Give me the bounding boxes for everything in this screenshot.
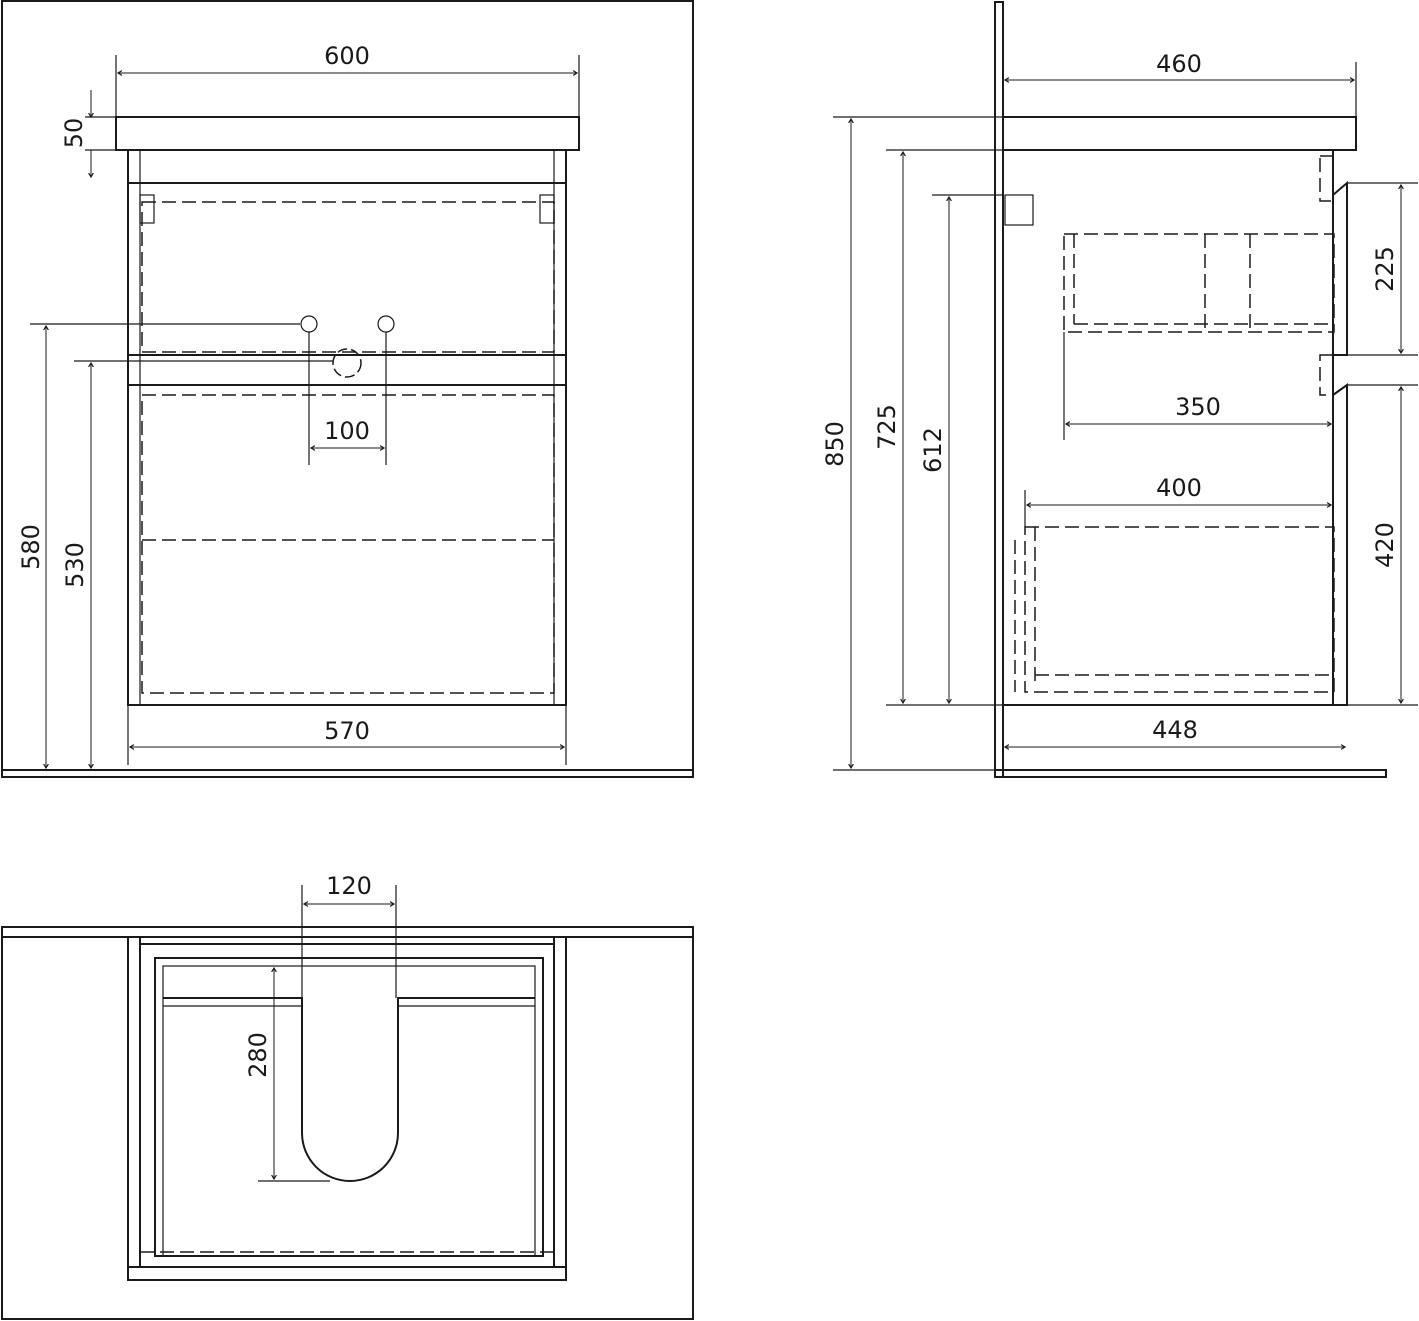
dim-350: 350	[1175, 393, 1221, 421]
drain-hole-icon	[377, 315, 395, 333]
dim-420: 420	[1371, 522, 1399, 568]
bracket-icon	[1004, 194, 1034, 226]
drain-hole-icon	[300, 315, 318, 333]
cabinet-body	[127, 149, 567, 706]
front-view: 600 50 100 580 530 570	[1, 0, 694, 778]
dim-725: 725	[873, 404, 901, 450]
top-view: 120 280	[1, 872, 694, 1320]
siphon-cutout	[163, 997, 535, 1182]
dim-570: 570	[324, 717, 370, 745]
bracket-icon	[539, 194, 555, 224]
dim-225: 225	[1371, 246, 1399, 292]
dim-280: 280	[244, 1032, 272, 1078]
countertop	[1002, 116, 1357, 151]
dim-50: 50	[60, 118, 88, 149]
cabinet-body	[1002, 149, 1334, 706]
side-view: 460 850 725 612 225 420 350 400 448	[821, 1, 1418, 778]
dim-120: 120	[326, 872, 372, 900]
countertop	[115, 116, 580, 151]
dim-530: 530	[61, 542, 89, 588]
dim-460: 460	[1156, 50, 1202, 78]
dim-850: 850	[821, 421, 849, 467]
dim-600: 600	[324, 42, 370, 70]
dim-400: 400	[1156, 474, 1202, 502]
dim-448: 448	[1152, 716, 1198, 744]
bracket-icon	[139, 194, 155, 224]
wall	[994, 1, 1004, 778]
dim-580: 580	[17, 524, 45, 570]
dim-612: 612	[919, 427, 947, 473]
floor	[994, 769, 1387, 778]
dim-100: 100	[324, 417, 370, 445]
